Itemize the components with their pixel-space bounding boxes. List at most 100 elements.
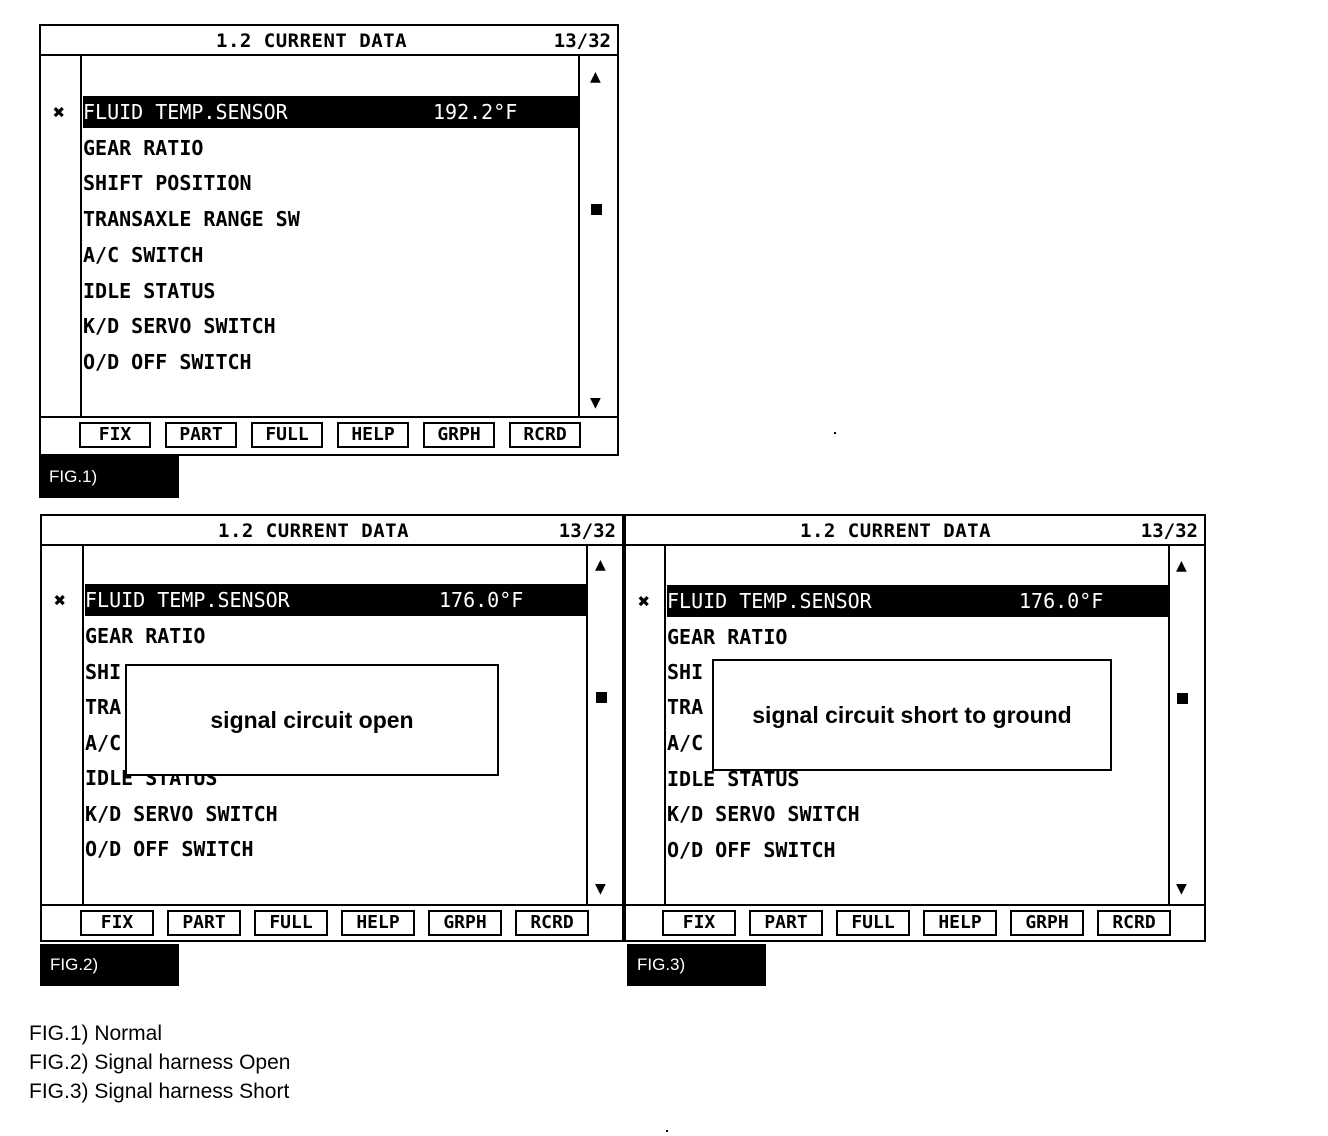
legend-item: FIG.3) Signal harness Short — [29, 1080, 290, 1103]
grph-button[interactable]: GRPH — [428, 910, 502, 936]
part-button[interactable]: PART — [165, 422, 237, 448]
stray-dot — [834, 432, 836, 434]
function-key-bar: FIX PART FULL HELP GRPH RCRD — [42, 904, 622, 942]
list-item[interactable]: K/D SERVO SWITCH — [85, 798, 278, 830]
grph-button[interactable]: GRPH — [423, 422, 495, 448]
screen-title: 1.2 CURRENT DATA — [800, 520, 992, 542]
fix-button[interactable]: FIX — [79, 422, 151, 448]
list-item-label: IDLE STATUS — [83, 279, 216, 303]
list-item-label: SHI — [85, 660, 122, 684]
selected-marker-icon: ✖ — [54, 588, 67, 612]
part-button[interactable]: PART — [167, 910, 241, 936]
list-item[interactable]: IDLE STATUS — [83, 275, 215, 307]
list-item-label: O/D OFF SWITCH — [83, 350, 252, 374]
scroll-up-icon[interactable]: ▲ — [1176, 555, 1187, 576]
list-item[interactable]: GEAR RATIO — [83, 132, 203, 164]
scroll-down-icon[interactable]: ▼ — [595, 878, 606, 899]
title-bar: 1.2 CURRENT DATA 13/32 — [626, 516, 1204, 546]
list-item-selected[interactable]: FLUID TEMP.SENSOR 192.2°F — [83, 96, 579, 128]
list-item[interactable]: TRA — [85, 691, 121, 723]
full-button[interactable]: FULL — [836, 910, 910, 936]
list-item-label: O/D OFF SWITCH — [667, 838, 836, 862]
list-item-label: A/C — [667, 731, 704, 755]
list-item[interactable]: A/C SWITCH — [83, 239, 203, 271]
list-item[interactable]: A/C — [667, 727, 703, 759]
screen-title: 1.2 CURRENT DATA — [218, 520, 410, 542]
legend-item: FIG.1) Normal — [29, 1022, 163, 1045]
list-item[interactable]: K/D SERVO SWITCH — [667, 798, 860, 830]
list-item-label: O/D OFF SWITCH — [85, 837, 254, 861]
list-item[interactable]: TRA — [667, 691, 703, 723]
figure-label: FIG.2) — [40, 944, 179, 986]
fix-button[interactable]: FIX — [662, 910, 736, 936]
list-item[interactable]: O/D OFF SWITCH — [667, 834, 836, 866]
title-bar: 1.2 CURRENT DATA 13/32 — [42, 516, 622, 546]
scan-screen-fig2: 1.2 CURRENT DATA 13/32 ✖ FLUID TEMP.SENS… — [40, 514, 624, 942]
rcrd-button[interactable]: RCRD — [509, 422, 581, 448]
scan-screen-fig1: 1.2 CURRENT DATA 13/32 ✖ FLUID TEMP.SENS… — [39, 24, 619, 456]
list-item-label: GEAR RATIO — [85, 624, 206, 648]
list-item-value: 192.2°F — [433, 100, 518, 124]
list-item-label: FLUID TEMP.SENSOR — [83, 100, 288, 124]
page-counter: 13/32 — [553, 30, 611, 52]
list-item-selected[interactable]: FLUID TEMP.SENSOR 176.0°F — [667, 585, 1169, 617]
scrollbar-thumb[interactable] — [591, 204, 602, 215]
list-item[interactable]: SHI — [667, 656, 703, 688]
grph-button[interactable]: GRPH — [1010, 910, 1084, 936]
list-item-label: SHIFT POSITION — [83, 171, 252, 195]
selected-marker-icon: ✖ — [638, 589, 651, 613]
list-item[interactable]: GEAR RATIO — [667, 621, 787, 653]
scroll-down-icon[interactable]: ▼ — [590, 392, 601, 413]
list-item-label: K/D SERVO SWITCH — [85, 802, 278, 826]
error-popup: signal circuit open — [125, 664, 499, 776]
scrollbar-thumb[interactable] — [1177, 693, 1188, 704]
list-item[interactable]: GEAR RATIO — [85, 620, 205, 652]
help-button[interactable]: HELP — [337, 422, 409, 448]
list-item[interactable]: IDLE STATUS — [667, 763, 799, 795]
list-item-value: 176.0°F — [1019, 589, 1104, 613]
rcrd-button[interactable]: RCRD — [1097, 910, 1171, 936]
page-counter: 13/32 — [1140, 520, 1198, 542]
part-button[interactable]: PART — [749, 910, 823, 936]
list-item-label: TRA — [667, 695, 704, 719]
list-item-label: FLUID TEMP.SENSOR — [85, 588, 290, 612]
list-item-selected[interactable]: FLUID TEMP.SENSOR 176.0°F — [85, 584, 587, 616]
full-button[interactable]: FULL — [251, 422, 323, 448]
function-key-bar: FIX PART FULL HELP GRPH RCRD — [626, 904, 1204, 942]
help-button[interactable]: HELP — [341, 910, 415, 936]
list-item[interactable]: A/C — [85, 727, 121, 759]
list-item[interactable]: TRANSAXLE RANGE SW — [83, 203, 300, 235]
list-item[interactable]: O/D OFF SWITCH — [85, 833, 254, 865]
scroll-up-icon[interactable]: ▲ — [595, 554, 606, 575]
page-counter: 13/32 — [558, 520, 616, 542]
list-item-label: K/D SERVO SWITCH — [83, 314, 276, 338]
list-item[interactable]: SHIFT POSITION — [83, 167, 252, 199]
scroll-down-icon[interactable]: ▼ — [1176, 878, 1187, 899]
scan-screen-fig3: 1.2 CURRENT DATA 13/32 ✖ FLUID TEMP.SENS… — [624, 514, 1206, 942]
list-item-label: GEAR RATIO — [667, 625, 788, 649]
list-item-value: 176.0°F — [439, 588, 524, 612]
list-item-label: A/C SWITCH — [83, 243, 204, 267]
fix-button[interactable]: FIX — [80, 910, 154, 936]
list-item-label: TRA — [85, 695, 122, 719]
figure-legend: FIG.1) Normal FIG.2) Signal harness Open… — [29, 1019, 290, 1106]
scroll-up-icon[interactable]: ▲ — [590, 66, 601, 87]
list-item[interactable]: K/D SERVO SWITCH — [83, 310, 276, 342]
list-item-label: FLUID TEMP.SENSOR — [667, 589, 872, 613]
selected-marker-icon: ✖ — [53, 100, 66, 124]
error-popup: signal circuit short to ground — [712, 659, 1112, 771]
list-item-label: SHI — [667, 660, 704, 684]
full-button[interactable]: FULL — [254, 910, 328, 936]
list-item[interactable]: O/D OFF SWITCH — [83, 346, 252, 378]
help-button[interactable]: HELP — [923, 910, 997, 936]
figure-label: FIG.3) — [627, 944, 766, 986]
scrollbar-thumb[interactable] — [596, 692, 607, 703]
popup-message: signal circuit short to ground — [752, 701, 1072, 728]
screen-title: 1.2 CURRENT DATA — [216, 30, 408, 52]
list-item-label: A/C — [85, 731, 122, 755]
popup-message: signal circuit open — [210, 706, 414, 733]
list-item-label: TRANSAXLE RANGE SW — [83, 207, 300, 231]
function-key-bar: FIX PART FULL HELP GRPH RCRD — [41, 416, 617, 454]
rcrd-button[interactable]: RCRD — [515, 910, 589, 936]
list-item[interactable]: SHI — [85, 656, 121, 688]
